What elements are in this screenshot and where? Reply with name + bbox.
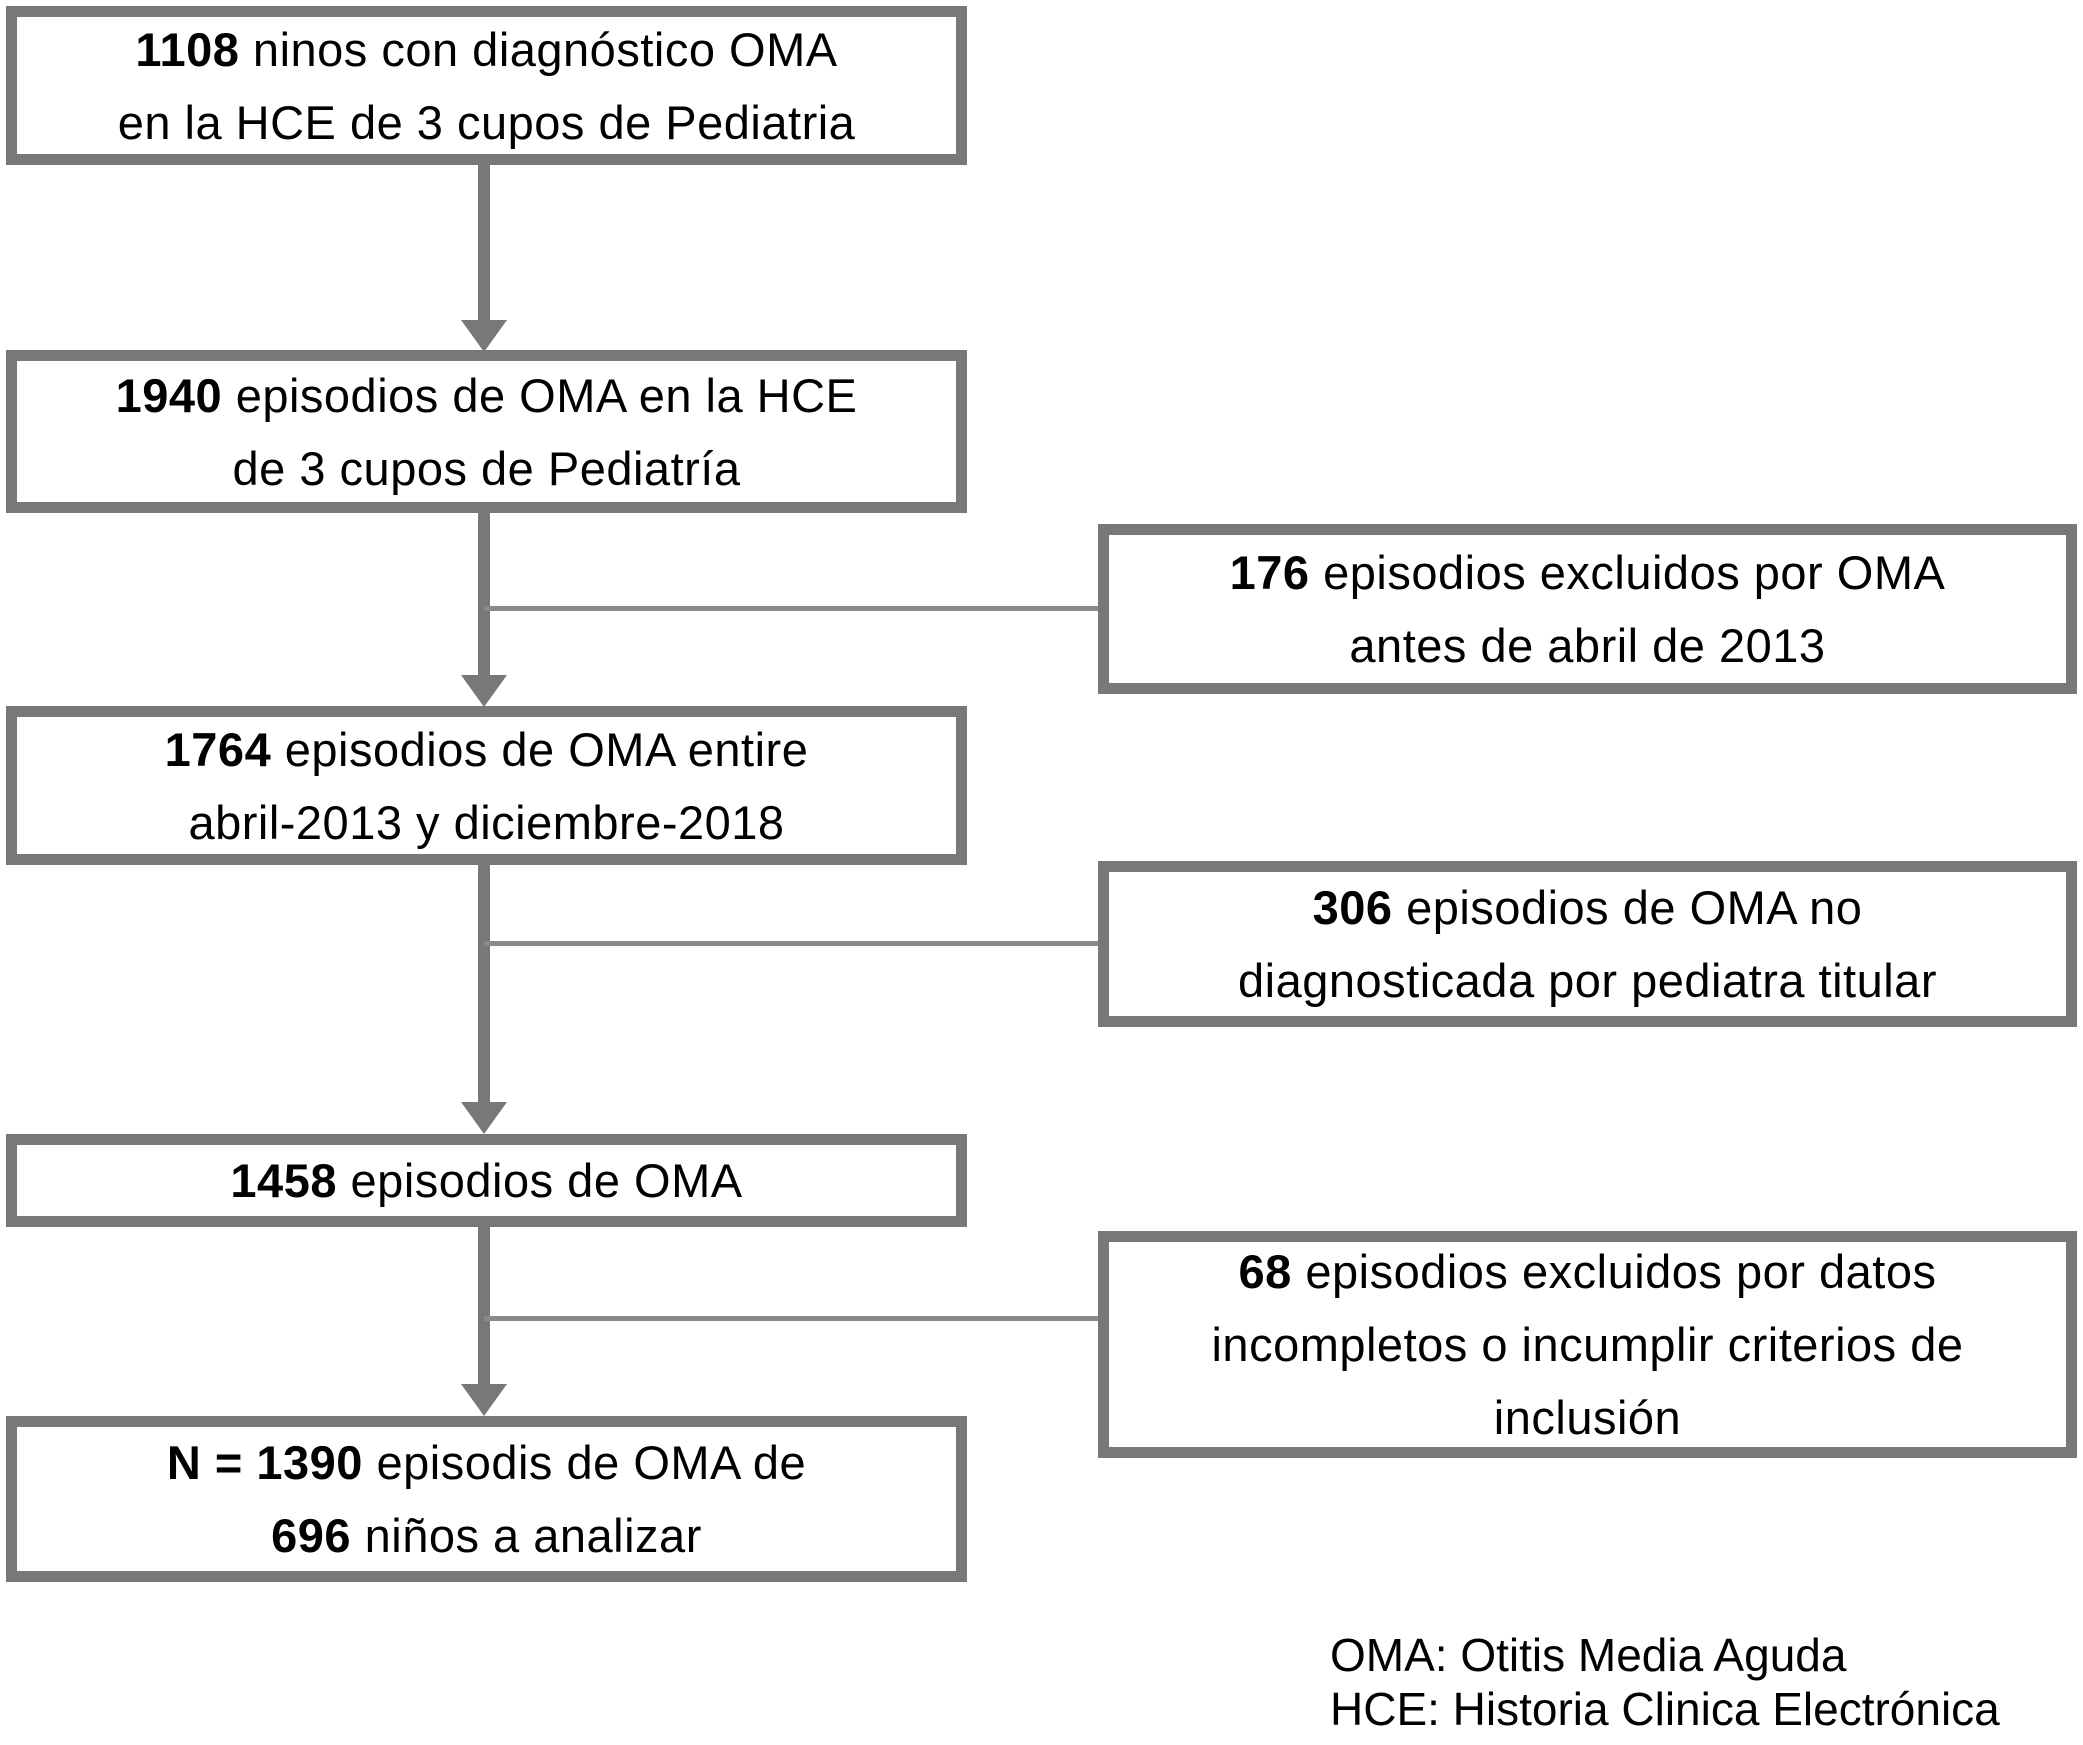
- box-text: episodios excluidos por OMA: [1309, 546, 1946, 599]
- box-count: 306: [1312, 881, 1393, 934]
- box-text-line: 176 episodios excluidos por OMA: [1230, 536, 1946, 609]
- down-arrow-icon-4: [461, 1384, 507, 1416]
- box-text-line: antes de abril de 2013: [1349, 609, 1825, 682]
- box-text: ninos con diagnóstico OMA: [239, 22, 838, 76]
- box-text: diagnosticada por pediatra titular: [1238, 954, 1937, 1007]
- box-text: incompletos o incumplir criterios de: [1211, 1318, 1964, 1371]
- flow-box-oma-episodes-remaining: 1458 episodios de OMA: [6, 1134, 967, 1227]
- branch-line-3: [484, 1316, 1098, 1321]
- box-text: episodios de OMA no: [1392, 881, 1863, 934]
- box-text-line: incompletos o incumplir criterios de: [1211, 1308, 1963, 1381]
- box-text: en la HCE de 3 cupos de Pediatria: [117, 95, 856, 149]
- connector-stem-3: [478, 865, 490, 1104]
- branch-line-1: [484, 606, 1098, 611]
- box-text: episodios de OMA: [336, 1154, 743, 1207]
- box-text: de 3 cupos de Pediatría: [232, 441, 741, 495]
- connector-stem-2: [478, 513, 490, 677]
- box-count: 176: [1229, 546, 1310, 599]
- box-text: episodios excluidos por datos: [1291, 1245, 1937, 1298]
- box-text: episodis de OMA de: [362, 1436, 807, 1489]
- flow-box-children-with-oma-diagnosis: 1108 ninos con diagnóstico OMA en la HCE…: [6, 6, 967, 165]
- box-text-line: 1458 episodios de OMA: [230, 1144, 742, 1217]
- flow-box-oma-episodes-in-period: 1764 episodios de OMA entire abril-2013 …: [6, 706, 967, 865]
- box-text-line: de 3 cupos de Pediatría: [233, 432, 741, 505]
- exclusion-box-not-diagnosed-by-pediatrician: 306 episodios de OMA no diagnosticada po…: [1098, 861, 2077, 1027]
- box-text: niños a analizar: [351, 1509, 702, 1562]
- flow-box-final-analysis-sample: N = 1390 episodis de OMA de 696 niños a …: [6, 1416, 967, 1582]
- box-text-line: 306 episodios de OMA no: [1313, 871, 1863, 944]
- exclusion-box-incomplete-data: 68 episodios excluidos por datos incompl…: [1098, 1231, 2077, 1458]
- legend-line-oma: OMA: Otitis Media Aguda: [1330, 1629, 1847, 1681]
- box-text-line: diagnosticada por pediatra titular: [1238, 944, 1937, 1017]
- box-text-line: 1940 episodios de OMA en la HCE: [116, 359, 858, 432]
- exclusion-box-before-april-2013: 176 episodios excluidos por OMA antes de…: [1098, 524, 2077, 694]
- box-count: 1764: [164, 722, 272, 776]
- abbreviation-legend: OMA: Otitis Media Aguda HCE: Historia Cl…: [1330, 1628, 2000, 1736]
- box-count: 1108: [135, 22, 240, 76]
- box-text-line: 68 episodios excluidos por datos: [1239, 1235, 1937, 1308]
- box-text-line: 1764 episodios de OMA entire: [165, 713, 809, 786]
- legend-line-hce: HCE: Historia Clinica Electrónica: [1330, 1683, 2000, 1735]
- box-text-line: 696 niños a analizar: [271, 1499, 702, 1572]
- box-text-line: N = 1390 episodis de OMA de: [167, 1426, 806, 1499]
- box-count: 696: [271, 1509, 352, 1562]
- box-text: inclusión: [1493, 1391, 1682, 1444]
- box-text-line: inclusión: [1494, 1381, 1681, 1454]
- box-count: 1940: [115, 368, 223, 422]
- box-text-line: 1108 ninos con diagnóstico OMA: [135, 13, 837, 86]
- flow-box-oma-episodes-in-hce: 1940 episodios de OMA en la HCE de 3 cup…: [6, 350, 967, 513]
- box-text: antes de abril de 2013: [1349, 619, 1826, 672]
- box-text: abril-2013 y diciembre-2018: [188, 795, 785, 849]
- connector-stem-4: [478, 1227, 490, 1386]
- down-arrow-icon-2: [461, 675, 507, 707]
- branch-line-2: [484, 941, 1098, 946]
- box-text: episodios de OMA entire: [271, 722, 809, 776]
- box-count: N = 1390: [166, 1436, 363, 1489]
- box-text-line: abril-2013 y diciembre-2018: [188, 786, 784, 859]
- box-text-line: en la HCE de 3 cupos de Pediatria: [118, 86, 856, 159]
- connector-stem-1: [478, 165, 490, 322]
- down-arrow-icon-1: [461, 320, 507, 352]
- down-arrow-icon-3: [461, 1102, 507, 1134]
- box-count: 1458: [230, 1154, 337, 1207]
- box-count: 68: [1238, 1245, 1292, 1298]
- box-text: episodios de OMA en la HCE: [222, 368, 858, 422]
